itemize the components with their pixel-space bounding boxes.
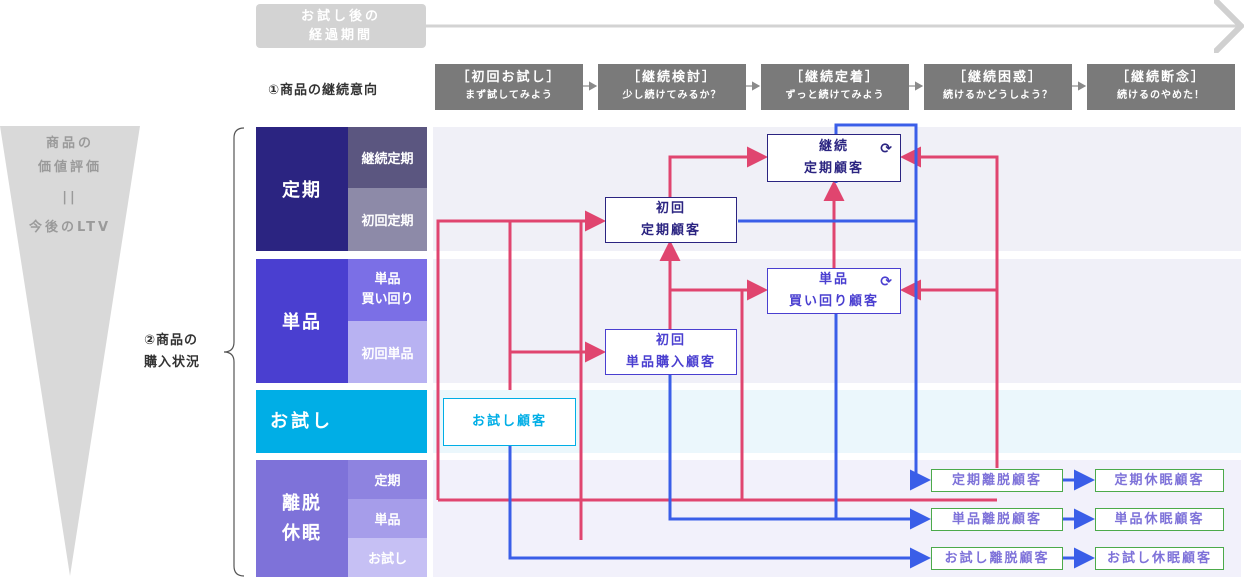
node-tanpin-kaimawari-line1: 単品 — [818, 272, 849, 287]
category-ridatsu-teiki: 定期 — [348, 460, 427, 499]
value-eq: || — [62, 190, 78, 205]
category-teiki-continuous: 継続定期 — [348, 127, 427, 188]
purchase-label: ②商品の 購入状況 — [144, 330, 200, 374]
value-line2: 価値評価 — [37, 160, 102, 175]
category-teiki-first: 初回定期 — [348, 188, 427, 251]
phase-3: ［継続定着］ ずっと続けてみよう — [761, 64, 909, 110]
node-otameshi-ridatsu: お試し離脱顧客 — [931, 547, 1063, 570]
category-ridatsu-tanpin: 単品 — [348, 499, 427, 538]
phase-5-title: ［継続断念］ — [1115, 70, 1206, 85]
category-tanpin-repeat-line1: 単品 — [374, 272, 401, 287]
category-tanpin-repeat: 単品 買い回り — [348, 259, 427, 321]
refresh-icon: ⟳ — [880, 141, 894, 157]
node-otameshi-kyumin: お試し休眠顧客 — [1095, 547, 1224, 570]
category-tanpin: 単品 — [256, 259, 348, 383]
elapsed-line2: 経過期間 — [308, 28, 373, 43]
node-shokai-teiki-line1: 初回 — [655, 201, 686, 216]
phase-1: ［初回お試し］ まず試してみよう — [435, 64, 583, 110]
category-teiki: 定期 — [256, 127, 348, 251]
pink-flows — [436, 146, 999, 540]
phase-1-sub: まず試してみよう — [465, 90, 553, 101]
node-tanpin-ridatsu: 単品離脱顧客 — [931, 508, 1063, 531]
node-shokai-tanpin: 初回 単品購入顧客 — [605, 329, 737, 375]
purchase-line2: 購入状況 — [144, 355, 201, 370]
node-teiki-ridatsu: 定期離脱顧客 — [931, 469, 1063, 492]
category-ridatsu-line2: 休眠 — [282, 522, 322, 544]
phase-4-sub: 続けるかどうしよう？ — [943, 90, 1053, 101]
value-triangle — [0, 126, 140, 576]
refresh-icon: ⟳ — [880, 274, 894, 290]
phase-5: ［継続断念］ 続けるのやめた！ — [1087, 64, 1235, 110]
phase-4: ［継続困惑］ 続けるかどうしよう？ — [924, 64, 1072, 110]
node-shokai-teiki: 初回 定期顧客 — [605, 197, 737, 243]
node-shokai-teiki-line2: 定期顧客 — [640, 223, 701, 238]
node-tanpin-kyumin: 単品休眠顧客 — [1095, 508, 1224, 531]
node-keizoku-teiki-line2: 定期顧客 — [803, 161, 864, 176]
phase-1-title: ［初回お試し］ — [456, 70, 562, 85]
value-label: 商品の 価値評価 || 今後のLTV — [0, 132, 140, 240]
category-tanpin-first: 初回単品 — [348, 321, 427, 383]
node-keizoku-teiki: 継続 定期顧客 ⟳ — [767, 134, 901, 182]
value-line1: 商品の — [45, 136, 94, 151]
phase-2: ［継続検討］ 少し続けてみるか？ — [598, 64, 746, 110]
category-tanpin-repeat-line2: 買い回り — [361, 292, 414, 307]
node-keizoku-teiki-line1: 継続 — [818, 139, 849, 154]
category-ridatsu: 離脱 休眠 — [256, 460, 348, 577]
elapsed-line1: お試し後の — [300, 9, 381, 24]
node-shokai-tanpin-line2: 単品購入顧客 — [625, 355, 716, 370]
node-otameshi: お試し顧客 — [443, 398, 576, 446]
phase-2-title: ［継続検討］ — [626, 70, 717, 85]
intent-label: ①商品の継続意向 — [268, 83, 379, 98]
purchase-brace — [223, 127, 245, 577]
phase-3-title: ［継続定着］ — [789, 70, 880, 85]
phase-4-title: ［継続困惑］ — [952, 70, 1043, 85]
phase-5-sub: 続けるのやめた！ — [1117, 90, 1205, 101]
elapsed-label-box: お試し後の 経過期間 — [256, 4, 426, 48]
phase-3-sub: ずっと続けてみよう — [785, 90, 885, 101]
value-line3: 今後のLTV — [28, 220, 112, 235]
node-tanpin-kaimawari: 単品 買い回り顧客 ⟳ — [767, 268, 901, 314]
purchase-line1: ②商品の — [144, 333, 199, 348]
node-tanpin-kaimawari-line2: 買い回り顧客 — [788, 294, 879, 309]
node-shokai-tanpin-line1: 初回 — [655, 333, 686, 348]
category-ridatsu-otameshi: お試し — [348, 538, 427, 577]
node-teiki-kyumin: 定期休眠顧客 — [1095, 469, 1224, 492]
phase-2-sub: 少し続けてみるか？ — [622, 90, 722, 101]
category-ridatsu-line1: 離脱 — [282, 492, 322, 514]
category-otameshi: お試し — [256, 390, 427, 453]
